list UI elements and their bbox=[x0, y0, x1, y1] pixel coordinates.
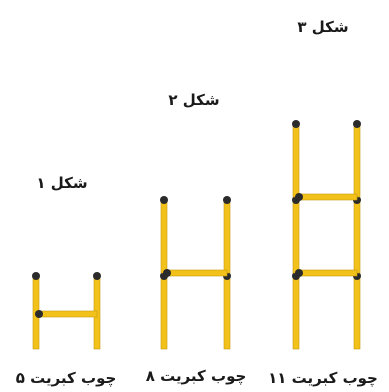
matchstick-vertical bbox=[161, 276, 167, 349]
figure-2-caption: ۸ چوب کبریت bbox=[146, 367, 247, 386]
figure-1-title: شکل ۱ bbox=[36, 174, 87, 192]
matchstick-vertical bbox=[293, 276, 299, 349]
figure-1-matchsticks bbox=[32, 272, 101, 349]
match-head bbox=[163, 269, 171, 277]
matchstick-vertical bbox=[224, 200, 230, 273]
match-head bbox=[292, 120, 300, 128]
matchstick-vertical bbox=[293, 200, 299, 273]
matchstick-horizontal bbox=[167, 270, 227, 276]
match-head bbox=[35, 310, 43, 318]
match-head bbox=[32, 272, 40, 280]
matchstick-vertical bbox=[354, 124, 360, 197]
match-head bbox=[295, 193, 303, 201]
figure-3-matchsticks bbox=[292, 120, 361, 349]
match-head bbox=[93, 272, 101, 280]
figure-3-caption: ۱۱ چوب کبریت bbox=[268, 369, 378, 388]
figure-2-matchsticks bbox=[160, 196, 231, 349]
matchstick-vertical bbox=[224, 276, 230, 349]
match-head bbox=[353, 120, 361, 128]
figure-1-caption: ۵ چوب کبریت bbox=[16, 369, 117, 388]
matchstick-vertical bbox=[161, 200, 167, 273]
match-head bbox=[295, 269, 303, 277]
matchstick-vertical bbox=[354, 200, 360, 273]
figure-3-title: شکل ۳ bbox=[297, 18, 348, 36]
match-head bbox=[223, 196, 231, 204]
figure-1: شکل ۱ ۵ چوب کبریت bbox=[16, 174, 117, 388]
matchstick-vertical bbox=[354, 276, 360, 349]
matchstick-horizontal bbox=[299, 270, 357, 276]
figure-3: شکل ۳ ۱۱ چوب کبریت bbox=[268, 18, 378, 388]
matchstick-horizontal bbox=[39, 311, 97, 317]
matchstick-vertical bbox=[293, 124, 299, 197]
figure-2-title: شکل ۲ bbox=[168, 91, 219, 109]
match-head bbox=[160, 196, 168, 204]
figure-2: شکل ۲ ۸ چوب کبریت bbox=[146, 91, 247, 386]
matchstick-horizontal bbox=[299, 194, 357, 200]
